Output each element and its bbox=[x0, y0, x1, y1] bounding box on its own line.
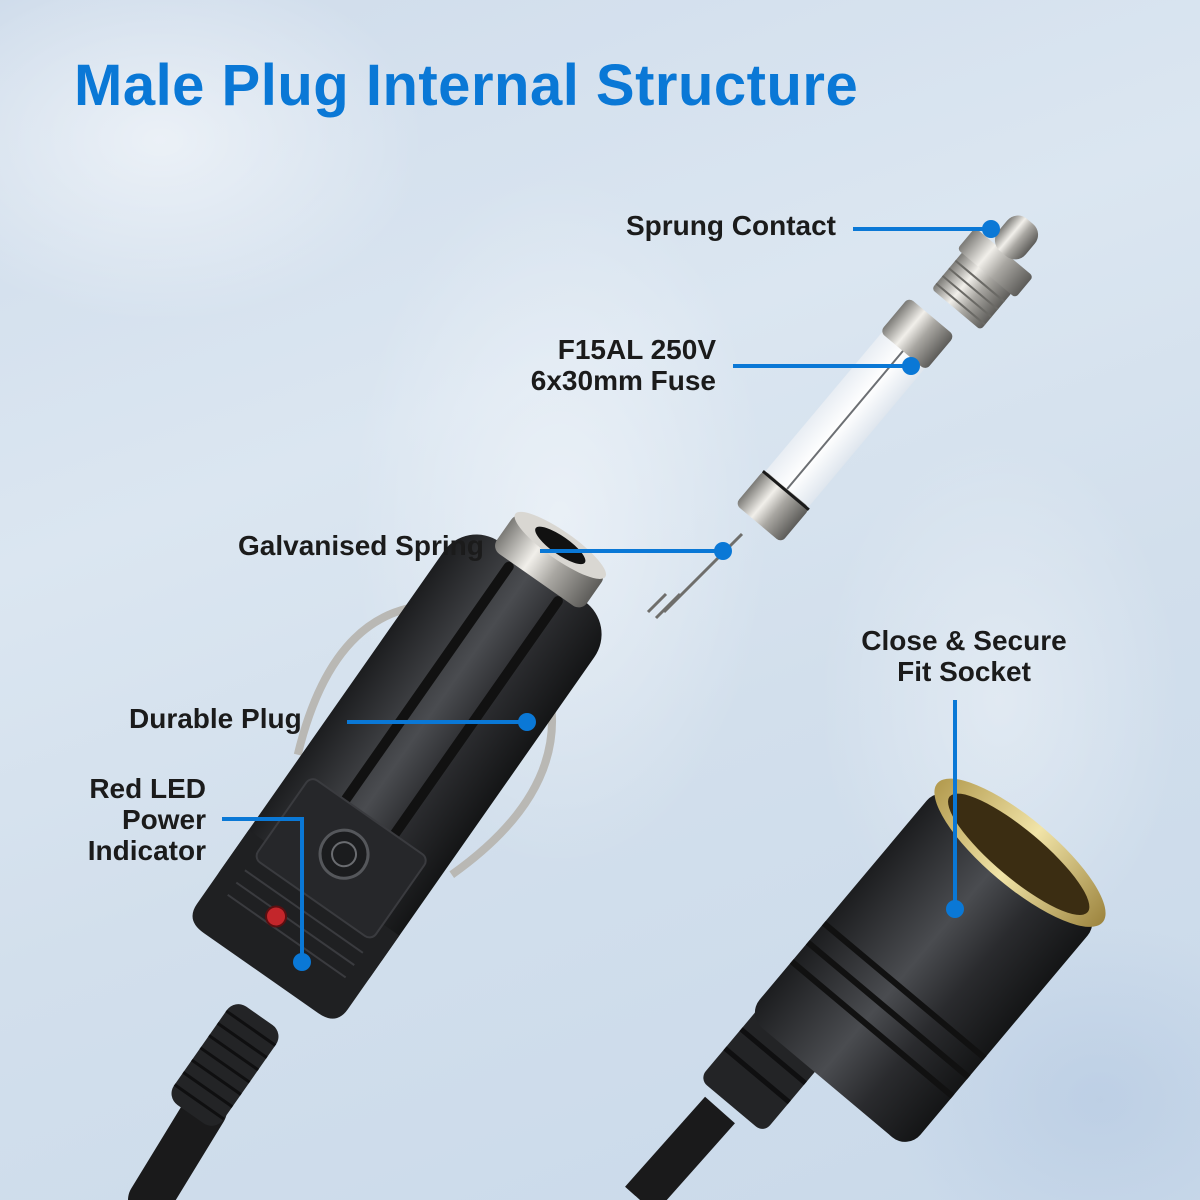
callout-dots bbox=[293, 220, 1000, 971]
dot-red-led bbox=[293, 953, 311, 971]
callout-text: Galvanised Spring bbox=[238, 530, 484, 561]
dot-fuse bbox=[902, 357, 920, 375]
red-led-indicator bbox=[265, 905, 288, 928]
callout-durable-plug: Durable Plug bbox=[129, 703, 302, 734]
callout-text: Red LED bbox=[89, 773, 206, 804]
female-socket-body bbox=[754, 778, 1106, 1142]
glass-fuse-part bbox=[737, 299, 953, 541]
callout-galvanised-spring: Galvanised Spring bbox=[238, 530, 484, 561]
dot-socket bbox=[946, 900, 964, 918]
callout-socket: Close & Secure Fit Socket bbox=[832, 625, 1096, 687]
callout-sprung-contact: Sprung Contact bbox=[626, 210, 836, 241]
callout-text: Durable Plug bbox=[129, 703, 302, 734]
callout-text: Power bbox=[121, 804, 206, 835]
callout-text: Fit Socket bbox=[897, 656, 1031, 687]
callout-red-led: Red LED Power Indicator bbox=[88, 773, 206, 866]
male-plug-cable bbox=[128, 1004, 279, 1200]
callout-text: Sprung Contact bbox=[626, 210, 836, 241]
dot-spring bbox=[714, 542, 732, 560]
page-title: Male Plug Internal Structure bbox=[74, 53, 859, 118]
dot-durable-plug bbox=[518, 713, 536, 731]
callout-fuse: F15AL 250V 6x30mm Fuse bbox=[531, 334, 716, 396]
callout-text: 6x30mm Fuse bbox=[530, 365, 716, 396]
callout-text: Indicator bbox=[87, 835, 206, 866]
callout-text: F15AL 250V bbox=[557, 334, 716, 365]
dot-sprung-contact bbox=[982, 220, 1000, 238]
callout-lines bbox=[222, 227, 988, 962]
callout-text: Close & Secure bbox=[861, 625, 1067, 656]
sprung-contact-part bbox=[933, 215, 1039, 329]
